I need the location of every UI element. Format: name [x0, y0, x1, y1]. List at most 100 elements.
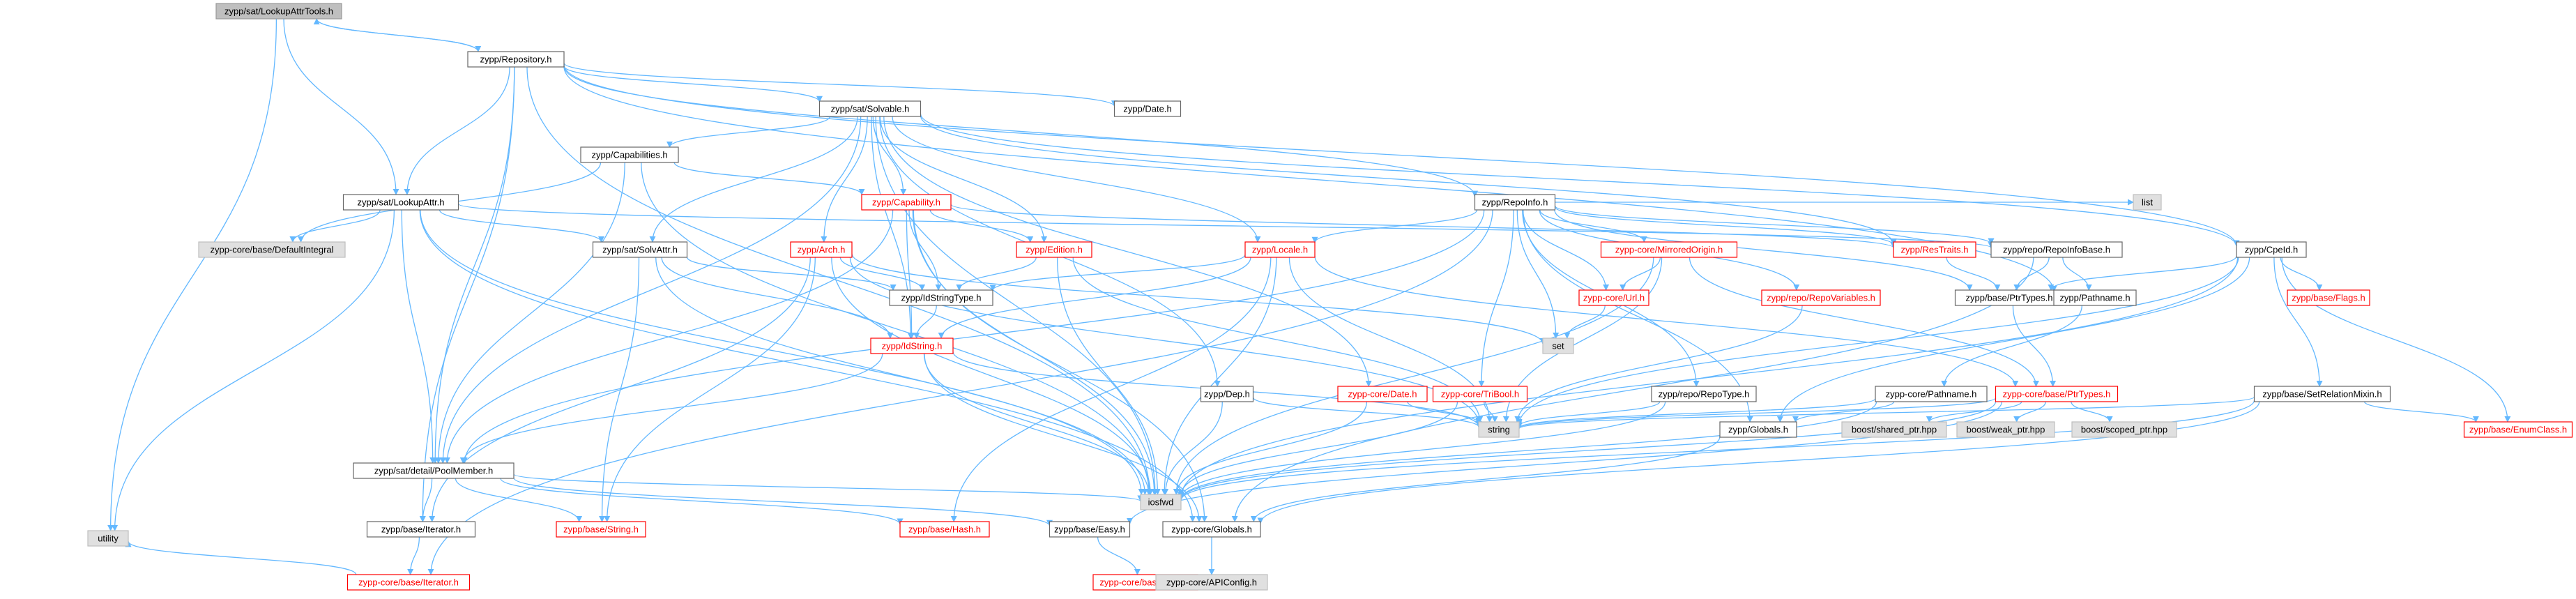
node-label: zypp-core/base/PtrTypes.h	[2003, 389, 2111, 400]
node-capabilities[interactable]: zypp/Capabilities.h	[580, 146, 679, 163]
node-label: boost/shared_ptr.hpp	[1852, 425, 1937, 435]
edge-repoinfo-to-restraits	[1554, 206, 1897, 246]
edge-repository-to-iterator	[419, 66, 515, 522]
edge-ptrtypes-to-coreptrtypes	[2012, 305, 2057, 387]
node-box	[1113, 100, 1182, 117]
node-label: zypp/base/Iterator.h	[381, 524, 461, 535]
edge-poolmember-to-iosfwd	[513, 473, 1144, 502]
edge-setrelationmixin-to-enumclass	[2363, 401, 2479, 423]
edge-corepathname-to-string	[1516, 398, 1876, 429]
node-repoinfo[interactable]: zypp/RepoInfo.h	[1474, 194, 1556, 211]
node-label: zypp/base/Easy.h	[1054, 524, 1125, 535]
node-string: string	[1478, 421, 1520, 438]
node-repository[interactable]: zypp/Repository.h	[467, 51, 565, 68]
edge-poolmember-to-easy	[513, 477, 1053, 526]
node-box	[592, 241, 688, 258]
edge-cpeid-to-ptrtypes	[2048, 255, 2237, 291]
node-solvable[interactable]: zypp/sat/Solvable.h	[818, 100, 922, 117]
node-box	[1337, 386, 1428, 402]
edge-lookupattr-to-defaultintegral	[289, 209, 381, 243]
node-box	[1478, 421, 1520, 438]
node-cpeid[interactable]: zypp/CpeId.h	[2236, 241, 2307, 258]
node-coreptrtypes[interactable]: zypp-core/base/PtrTypes.h	[1995, 386, 2119, 402]
edge-poolmember-to-hash	[500, 478, 904, 525]
node-easy[interactable]: zypp/base/Easy.h	[1049, 521, 1131, 538]
node-tribool[interactable]: zypp-core/TriBool.h	[1432, 386, 1528, 402]
edge-coredate-to-string	[1407, 401, 1482, 425]
node-coreglobals[interactable]: zypp-core/Globals.h	[1162, 521, 1261, 538]
edge-arch-to-set	[851, 253, 1546, 345]
node-repotype[interactable]: zypp/repo/RepoType.h	[1651, 386, 1757, 402]
node-label: set	[1552, 341, 1564, 351]
node-label: zypp/base/SetRelationMixin.h	[2262, 389, 2381, 400]
edge-cpeid-to-enumclass	[2281, 257, 2511, 423]
node-ptrtypes[interactable]: zypp/base/PtrTypes.h	[1954, 289, 2064, 306]
node-label: zypp/repo/RepoType.h	[1659, 389, 1750, 400]
node-idstringtype[interactable]: zypp/IdStringType.h	[889, 289, 993, 306]
edge-setrelationmixin-to-string	[1516, 396, 2255, 430]
edge-solvable-to-arch	[821, 116, 868, 243]
node-label: zypp-core/TriBool.h	[1441, 389, 1519, 400]
node-mirroredorigin[interactable]: zypp-core/MirroredOrigin.h	[1600, 241, 1738, 258]
edge-locale-to-hash	[950, 257, 1272, 522]
edge-idstring-to-iosfwd	[923, 353, 1152, 495]
node-repoinfobase[interactable]: zypp/repo/RepoInfoBase.h	[1990, 241, 2123, 258]
node-coredate[interactable]: zypp-core/Date.h	[1337, 386, 1428, 402]
node-date[interactable]: zypp/Date.h	[1113, 100, 1182, 117]
edge-repoinfo-to-globals	[1523, 209, 1753, 423]
node-box	[2253, 386, 2391, 402]
node-url[interactable]: zypp-core/Url.h	[1578, 289, 1649, 306]
edge-cpeid-to-iosfwd	[1178, 257, 2239, 499]
node-repovariables[interactable]: zypp/repo/RepoVariables.h	[1761, 289, 1881, 306]
node-coreiterator[interactable]: zypp-core/base/Iterator.h	[346, 574, 471, 591]
edge-repotype-to-iosfwd	[1178, 401, 1666, 499]
node-box	[342, 194, 459, 211]
node-string_h[interactable]: zypp/base/String.h	[556, 521, 646, 538]
node-hash[interactable]: zypp/base/Hash.h	[899, 521, 990, 538]
node-label: zypp/IdString.h	[882, 341, 943, 351]
node-flags[interactable]: zypp/base/Flags.h	[2287, 289, 2370, 306]
node-capability[interactable]: zypp/Capability.h	[861, 194, 952, 211]
edge-solvattr-to-iosfwd	[655, 257, 1148, 495]
node-lookupattr[interactable]: zypp/sat/LookupAttr.h	[342, 194, 459, 211]
node-box	[818, 100, 922, 117]
node-globals[interactable]: zypp/Globals.h	[1719, 421, 1797, 438]
node-dep[interactable]: zypp/Dep.h	[1200, 386, 1254, 402]
node-edition[interactable]: zypp/Edition.h	[1016, 241, 1092, 258]
node-root[interactable]: zypp/sat/LookupAttrTools.h	[215, 3, 342, 20]
node-label: zypp/sat/Solvable.h	[831, 104, 910, 114]
edge-dep-to-string	[1252, 397, 1482, 428]
edge-repository-to-iosfwd	[526, 66, 1153, 495]
node-poolmember[interactable]: zypp/sat/detail/PoolMember.h	[353, 462, 515, 479]
node-pathname[interactable]: zypp/Pathname.h	[2053, 289, 2137, 306]
edge-solvable-to-capabilities	[666, 116, 831, 148]
edge-arch-to-idstringtype	[839, 257, 926, 291]
edge-mirroredorigin-to-url	[1619, 257, 1661, 291]
node-restraits[interactable]: zypp/ResTraits.h	[1893, 241, 1976, 258]
node-box	[1956, 421, 2055, 438]
node-box	[198, 241, 346, 258]
edge-solvable-to-poolmember	[439, 116, 862, 464]
edge-setrelationmixin-to-coreglobals	[1257, 401, 2260, 524]
edge-repository-to-poolmember	[432, 66, 515, 464]
edge-arch-to-string_h	[604, 257, 816, 522]
node-label: zypp/Arch.h	[798, 245, 846, 255]
node-enumclass[interactable]: zypp/base/EnumClass.h	[2463, 421, 2573, 438]
node-box	[2236, 241, 2307, 258]
node-label: zypp/Date.h	[1123, 104, 1171, 114]
edge-coreptrtypes-to-string	[1516, 397, 1997, 430]
node-label: zypp/Capabilities.h	[591, 150, 667, 160]
node-idstring[interactable]: zypp/IdString.h	[870, 338, 954, 354]
node-solvattr[interactable]: zypp/sat/SolvAttr.h	[592, 241, 688, 258]
edge-arch-to-iterator	[429, 257, 811, 522]
node-setrelationmixin[interactable]: zypp/base/SetRelationMixin.h	[2253, 386, 2391, 402]
node-corepathname[interactable]: zypp-core/Pathname.h	[1875, 386, 1988, 402]
node-iterator[interactable]: zypp/base/Iterator.h	[366, 521, 476, 538]
edge-mirroredorigin-to-coreptrtypes	[1689, 257, 2040, 387]
node-locale[interactable]: zypp/Locale.h	[1244, 241, 1316, 258]
node-box	[1542, 338, 1574, 354]
node-box	[1761, 289, 1881, 306]
node-arch[interactable]: zypp/Arch.h	[790, 241, 853, 258]
edge-solvattr-to-idstring	[661, 257, 894, 339]
node-label: zypp/base/Flags.h	[2292, 293, 2365, 303]
